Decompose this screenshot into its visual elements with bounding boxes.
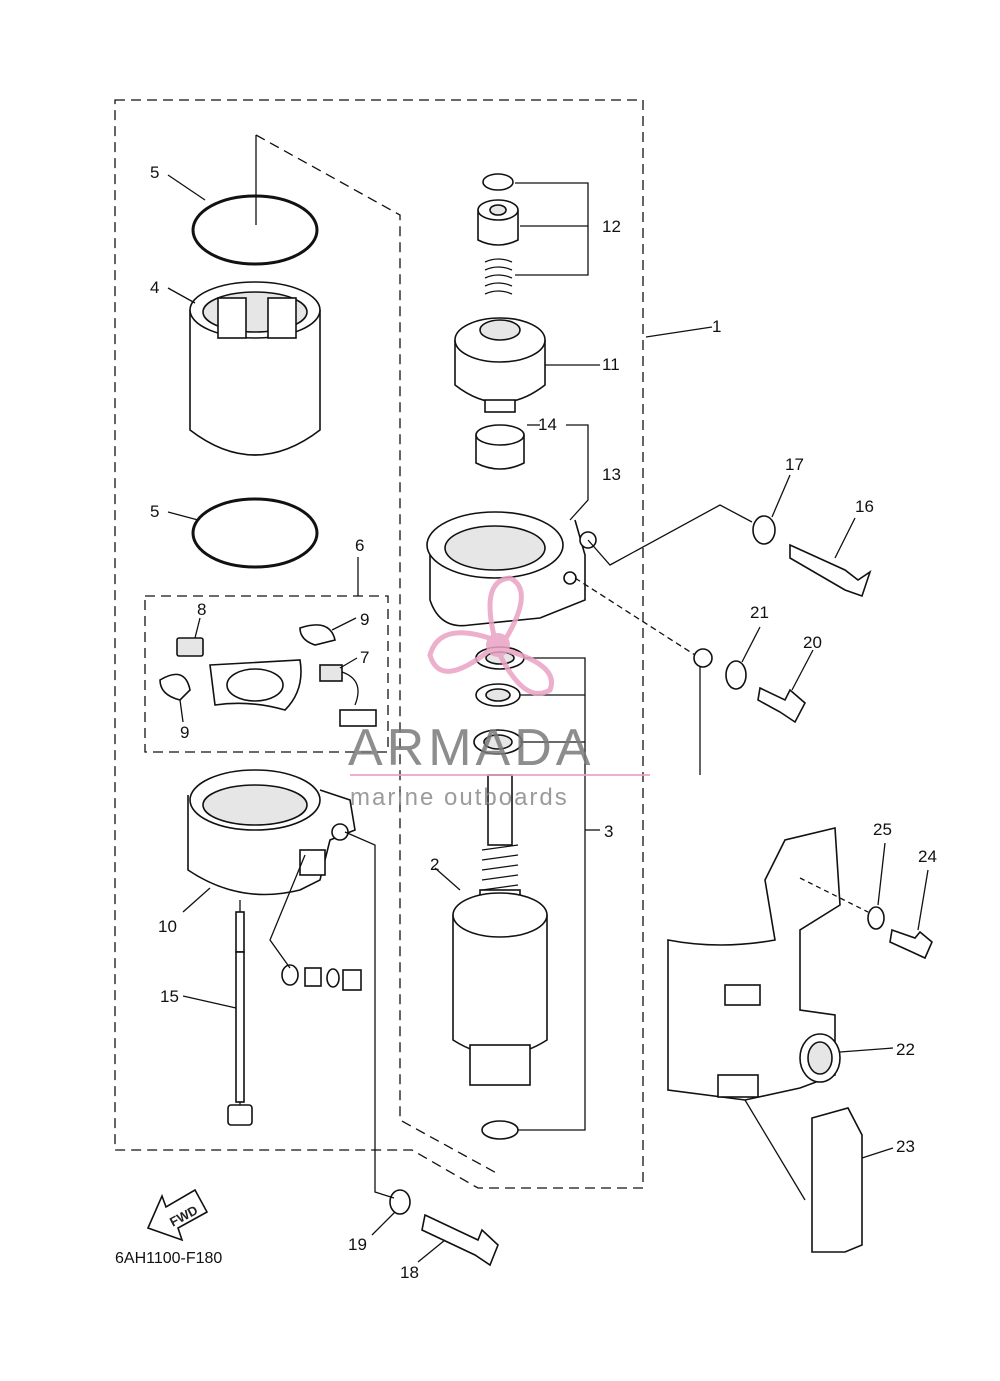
callout-4: 4 (150, 278, 159, 297)
bushing (475, 424, 525, 470)
o-ring-top (191, 194, 319, 266)
armature (452, 774, 548, 1086)
callout-15: 15 (160, 987, 179, 1006)
armada-watermark: ARMADA marine outboards (348, 575, 650, 811)
nut-washer-set (281, 964, 362, 991)
through-bolt (227, 900, 253, 1126)
callout-18: 18 (400, 1263, 419, 1282)
brand-tagline: marine outboards (350, 784, 569, 811)
callout-22: 22 (896, 1040, 915, 1059)
lower-bracket (187, 769, 356, 896)
propeller-logo-icon (427, 575, 554, 696)
cover-plate (811, 1107, 863, 1253)
brand-name: ARMADA (348, 719, 594, 777)
callout-8: 8 (197, 600, 206, 619)
clutch-parts (477, 173, 519, 295)
fasteners-bottom (344, 831, 499, 1267)
callout-7: 7 (360, 648, 369, 667)
forward-arrow-icon: FWD (146, 1188, 209, 1242)
pinion-gear (454, 317, 546, 413)
callout-21: 21 (750, 603, 769, 622)
callout-5b: 5 (150, 502, 159, 521)
yoke (189, 281, 321, 456)
callout-16: 16 (855, 497, 874, 516)
callout-11: 11 (602, 355, 620, 374)
callout-labels: 5 4 5 6 8 9 7 9 10 15 12 1 11 14 13 3 2 … (150, 163, 937, 1282)
fasteners-bracket (867, 906, 933, 960)
callout-25: 25 (873, 820, 892, 839)
callout-14: 14 (538, 415, 557, 434)
callout-10: 10 (158, 917, 177, 936)
part-code: 6AH1100-F180 (115, 1250, 222, 1267)
fasteners-right (693, 515, 872, 775)
callout-13: 13 (602, 465, 621, 484)
front-bracket (426, 511, 597, 627)
callout-2: 2 (430, 855, 439, 874)
callout-6: 6 (355, 536, 364, 555)
callout-23: 23 (896, 1137, 915, 1156)
callout-9a: 9 (360, 610, 369, 629)
mounting-bracket (667, 827, 841, 1101)
leader-lines (167, 174, 929, 1263)
callout-1: 1 (712, 317, 721, 336)
callout-9b: 9 (180, 723, 189, 742)
callout-5a: 5 (150, 163, 159, 182)
callout-19: 19 (348, 1235, 367, 1254)
o-ring-bottom (191, 497, 319, 569)
brush-holder-set (159, 624, 377, 727)
callout-3: 3 (604, 822, 613, 841)
callout-17: 17 (785, 455, 804, 474)
callout-20: 20 (803, 633, 822, 652)
assembly-boundary (114, 99, 644, 1189)
callout-12: 12 (602, 217, 621, 236)
callout-24: 24 (918, 847, 937, 866)
